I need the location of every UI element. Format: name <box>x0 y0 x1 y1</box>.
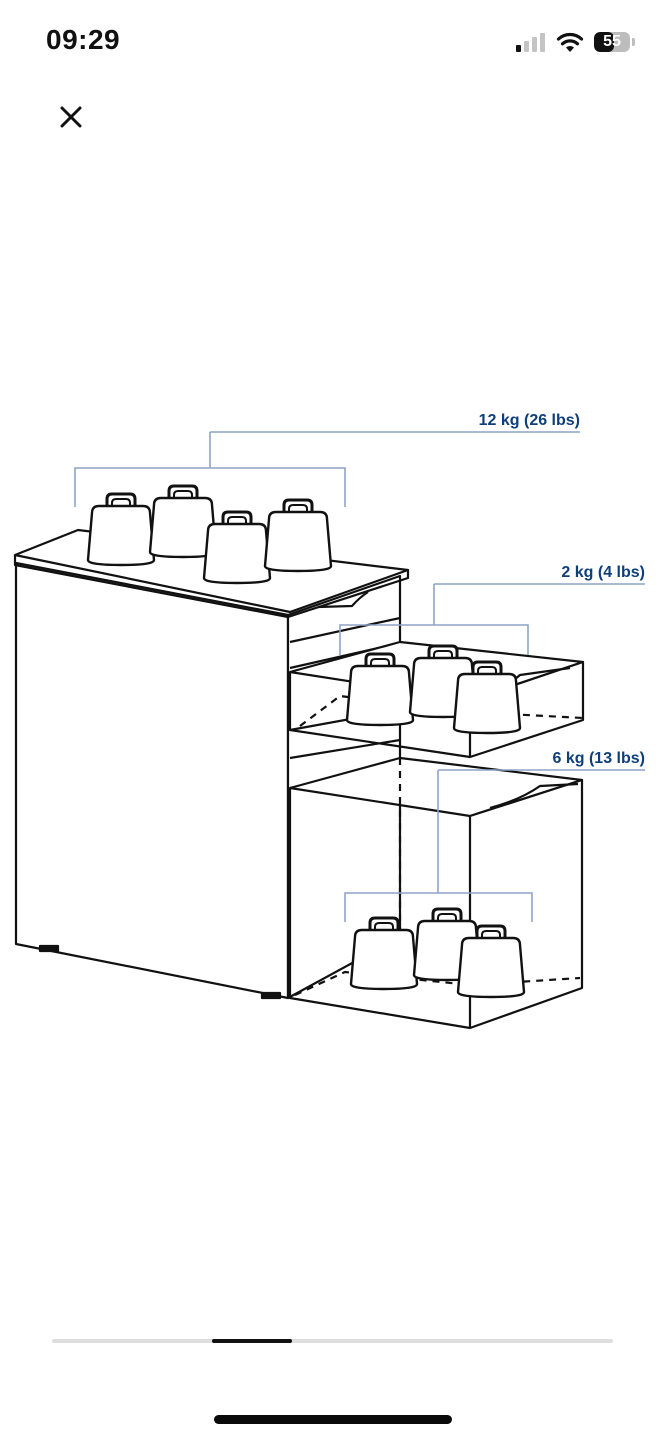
home-indicator[interactable] <box>214 1415 452 1424</box>
weight-label-bottom-drawer: 6 kg (13 lbs) <box>553 750 645 767</box>
status-bar: 09:29 55 <box>0 0 665 80</box>
weight-label-top: 12 kg (26 lbs) <box>479 412 580 429</box>
battery-icon: 55 <box>594 32 630 52</box>
carousel-scrollbar[interactable] <box>52 1339 613 1343</box>
battery-tip <box>632 38 635 46</box>
cellular-signal-icon <box>516 33 545 52</box>
status-time: 09:29 <box>46 24 121 55</box>
product-image: 12 kg (26 lbs) 2 kg (4 lbs) 6 kg (13 lbs… <box>13 412 645 1030</box>
cabinet-body <box>13 528 410 1000</box>
weight-label-middle-drawer: 2 kg (4 lbs) <box>561 564 645 581</box>
close-button[interactable] <box>52 98 90 136</box>
dimension-lines <box>74 431 645 922</box>
battery-level: 55 <box>603 33 621 50</box>
carousel-scrollbar-thumb[interactable] <box>212 1339 293 1343</box>
close-icon <box>60 106 82 128</box>
wifi-icon <box>556 32 584 52</box>
status-icons: 55 <box>516 28 635 56</box>
